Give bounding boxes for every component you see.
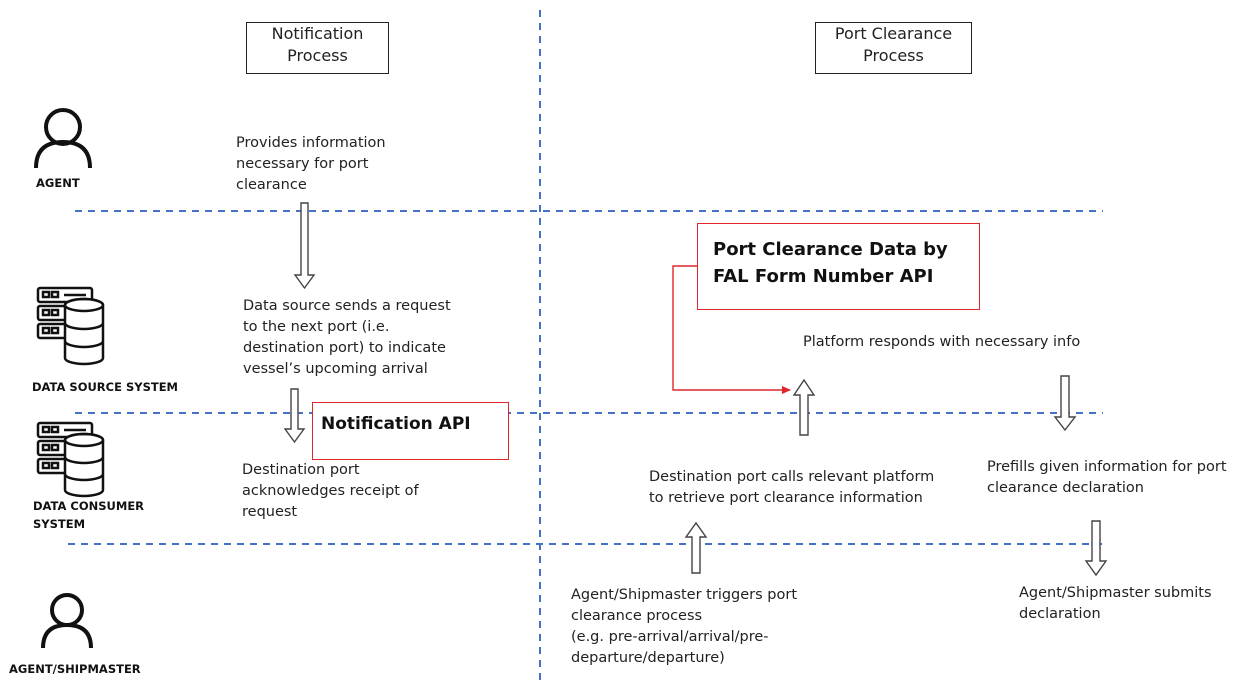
agent-shipmaster-label: AGENT/SHIPMASTER (9, 662, 141, 676)
api-connector-line (672, 265, 791, 394)
notification-api-box: Notification API (312, 402, 509, 460)
agent-person-icon (34, 108, 92, 169)
data-consumer-server-icon (36, 421, 105, 498)
step-destination-calls-platform: Destination port calls relevant platform… (649, 469, 935, 506)
agent-label: AGENT (36, 176, 80, 190)
data-source-server-icon (36, 286, 105, 366)
arrow-up-agent-trigger (684, 521, 708, 574)
arrow-down-agent-to-source (293, 202, 316, 290)
step-destination-acknowledges: Destination port acknowledges receipt of… (242, 462, 419, 520)
step-provides-information: Provides information necessary for port … (236, 135, 386, 193)
data-consumer-system-label: DATA CONSUMER SYSTEM (33, 499, 145, 531)
step-agent-submits-declaration: Agent/Shipmaster submits declaration (1019, 585, 1212, 622)
notification-process-header: Notification Process (246, 22, 389, 74)
data-source-system-label: DATA SOURCE SYSTEM (32, 380, 178, 394)
step-platform-responds: Platform responds with necessary info (803, 334, 1081, 350)
agent-shipmaster-person-icon (41, 593, 93, 649)
arrow-down-source-to-consumer (283, 388, 306, 444)
step-data-source-sends-request: Data source sends a request to the next … (243, 298, 451, 377)
port-clearance-process-header: Port Clearance Process (815, 22, 972, 74)
arrow-down-to-submit (1084, 520, 1108, 577)
step-prefills-information: Prefills given information for port clea… (987, 459, 1227, 496)
arrow-down-platform-response (1053, 375, 1077, 432)
arrow-up-to-platform (792, 378, 816, 436)
port-clearance-api-box: Port Clearance Data by FAL Form Number A… (697, 223, 980, 310)
step-agent-triggers-clearance: Agent/Shipmaster triggers port clearance… (571, 587, 798, 666)
